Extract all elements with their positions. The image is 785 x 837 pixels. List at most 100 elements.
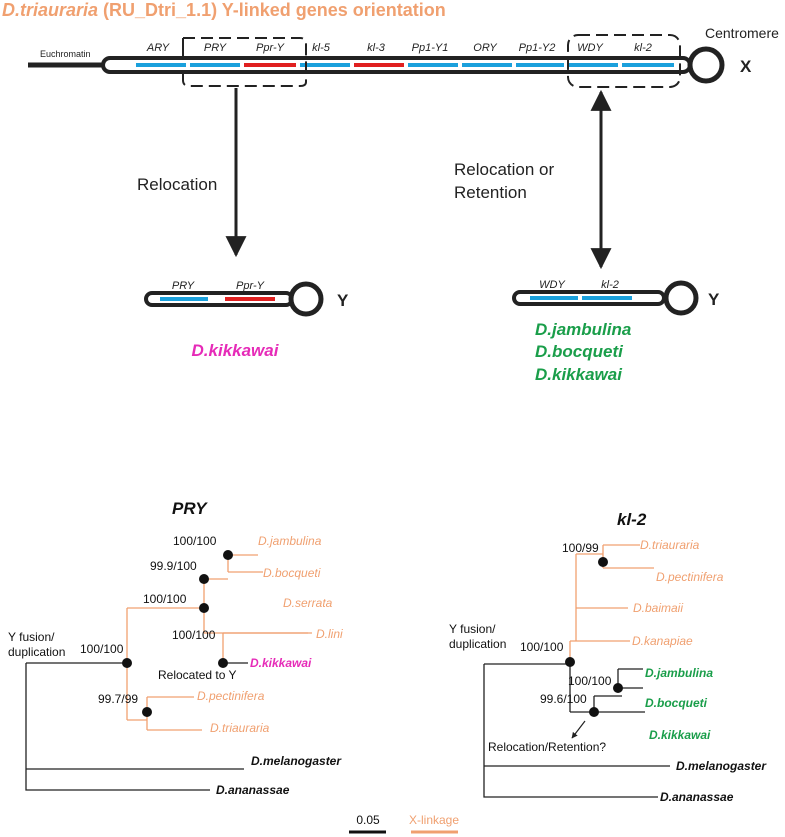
node-pry-4 (218, 658, 228, 668)
pry-fusion-label-2: duplication (8, 645, 65, 659)
y-right-gene-label-wdy: WDY (539, 279, 565, 291)
figure-title: D.triauraria (RU_Dtri_1.1) Y-linked gene… (2, 0, 446, 21)
kl2-leaf-kikkawai: D.kikkawai (649, 728, 711, 742)
pry-relocated-label: Relocated to Y (158, 668, 237, 682)
y-left-species-kikkawai: D.kikkawai (192, 341, 280, 360)
euchromatin-label: Euchromatin (40, 49, 91, 59)
x-label: X (740, 57, 752, 76)
y-right-wdy-bar (530, 296, 578, 300)
scale-label: 0.05 (356, 813, 380, 827)
node-kl2-2 (613, 683, 623, 693)
node-pry-fusion (122, 658, 132, 668)
kl2-support-2: 100/100 (568, 674, 612, 688)
y-left-gene-label-pry: PRY (172, 280, 195, 292)
gene-ppr-y-bar (244, 63, 296, 67)
gene-label-kl-2: kl-2 (634, 42, 652, 54)
relocation-retention-label-2: Retention (454, 183, 527, 202)
pry-support-1: 100/100 (173, 534, 217, 548)
pry-leaf-lini: D.lini (316, 627, 343, 641)
tree-pry: PRY D.jambulina D.bocqueti D.serrata D.l… (8, 499, 343, 797)
gene-label-pry: PRY (204, 42, 227, 54)
title-species: D.triauraria (2, 0, 99, 20)
pry-fusion-label-1: Y fusion/ (8, 630, 55, 644)
kl2-support-1: 100/99 (562, 541, 599, 555)
pry-leaf-pectinifera: D.pectinifera (197, 689, 265, 703)
gene-label-pp1-y2: Pp1-Y2 (519, 42, 556, 54)
gene-kl-2-bar (622, 63, 674, 67)
tree-pry-title: PRY (172, 499, 208, 518)
x-centromere (687, 46, 725, 84)
pry-leaf-bocqueti: D.bocqueti (263, 566, 321, 580)
node-pry-1 (223, 550, 233, 560)
centromere-label: Centromere (705, 25, 779, 41)
pry-leaf-ananassae: D.ananassae (216, 783, 290, 797)
y-left-label: Y (337, 291, 349, 310)
kl2-fusion-label-1: Y fusion/ (449, 622, 496, 636)
y-left-pry-bar (160, 297, 208, 301)
y-chromosome-right: WDY kl-2 Y D.jambulina D.bocqueti D.kikk… (512, 279, 720, 384)
y-left-centromere (288, 281, 324, 317)
gene-ory-bar (462, 63, 512, 67)
pry-support-3: 100/100 (143, 592, 187, 606)
node-kl2-1 (598, 557, 608, 567)
kl2-support-fusion: 100/100 (520, 640, 564, 654)
relocation-label: Relocation (137, 175, 217, 194)
pry-leaf-triauraria: D.triauraria (210, 721, 270, 735)
gene-label-ppr-y: Ppr-Y (256, 42, 285, 54)
node-kl2-3 (589, 707, 599, 717)
gene-label-ary: ARY (146, 42, 170, 54)
gene-label-wdy: WDY (577, 42, 603, 54)
relocation-retention-label-1: Relocation or (454, 160, 555, 179)
y-right-species-kikkawai: D.kikkawai (535, 365, 623, 384)
node-pry-3 (199, 603, 209, 613)
y-right-gene-label-kl-2: kl-2 (601, 279, 619, 291)
pry-leaf-jambulina: D.jambulina (258, 534, 322, 548)
y-left-ppr-y-bar (225, 297, 275, 301)
gene-kl-3-bar (354, 63, 404, 67)
gene-label-pp1-y1: Pp1-Y1 (412, 42, 449, 54)
pry-leaf-kikkawai: D.kikkawai (250, 656, 312, 670)
pry-support-4: 100/100 (172, 628, 216, 642)
pry-support-fusion: 100/100 (80, 642, 124, 656)
kl2-leaf-baimaii: D.baimaii (633, 601, 683, 615)
kl2-fusion-label-2: duplication (449, 637, 506, 651)
pry-leaf-serrata: D.serrata (283, 596, 333, 610)
y-right-label: Y (708, 290, 720, 309)
y-right-species-bocqueti: D.bocqueti (535, 342, 624, 361)
x-chromosome: Euchromatin Centromere X ARY PRY Ppr-Y k… (28, 25, 779, 88)
gene-label-kl-3: kl-3 (367, 42, 386, 54)
legend: 0.05 X-linkage (349, 813, 459, 834)
tree-kl2-title: kl-2 (617, 510, 647, 529)
kl2-leaf-melanogaster: D.melanogaster (676, 759, 767, 773)
gene-label-ory: ORY (473, 42, 497, 54)
kl2-leaf-jambulina: D.jambulina (645, 666, 713, 680)
gene-ary-bar (136, 63, 186, 67)
y-right-centromere (663, 280, 699, 316)
kl2-leaf-ananassae: D.ananassae (660, 790, 734, 804)
y-right-kl-2-bar (582, 296, 632, 300)
xlinkage-label: X-linkage (409, 813, 459, 827)
y-chromosome-left: PRY Ppr-Y Y D.kikkawai (144, 280, 349, 360)
box-pry-pprY (182, 37, 307, 87)
gene-pp1-y1-bar (408, 63, 458, 67)
gene-pry-bar (190, 63, 240, 67)
kl2-relocation-arrow (571, 720, 586, 739)
node-kl2-fusion (565, 657, 575, 667)
y-left-gene-label-ppr-y: Ppr-Y (236, 280, 265, 292)
kl2-leaf-bocqueti: D.bocqueti (645, 696, 708, 710)
box-wdy-kl2 (567, 34, 681, 88)
pry-leaf-melanogaster: D.melanogaster (251, 754, 342, 768)
pry-support-2: 99.9/100 (150, 559, 197, 573)
gene-wdy-bar (568, 63, 618, 67)
pry-support-5: 99.7/99 (98, 692, 138, 706)
gene-kl-5-bar (300, 63, 350, 67)
kl2-leaf-kanapiae: D.kanapiae (632, 634, 693, 648)
gene-label-kl-5: kl-5 (312, 42, 331, 54)
y-right-species-jambulina: D.jambulina (535, 320, 631, 339)
title-text: (RU_Dtri_1.1) Y-linked genes orientation (98, 0, 446, 20)
node-pry-5 (142, 707, 152, 717)
kl2-relocation-label: Relocation/Retention? (488, 740, 606, 754)
node-pry-2 (199, 574, 209, 584)
gene-pp1-y2-bar (516, 63, 564, 67)
